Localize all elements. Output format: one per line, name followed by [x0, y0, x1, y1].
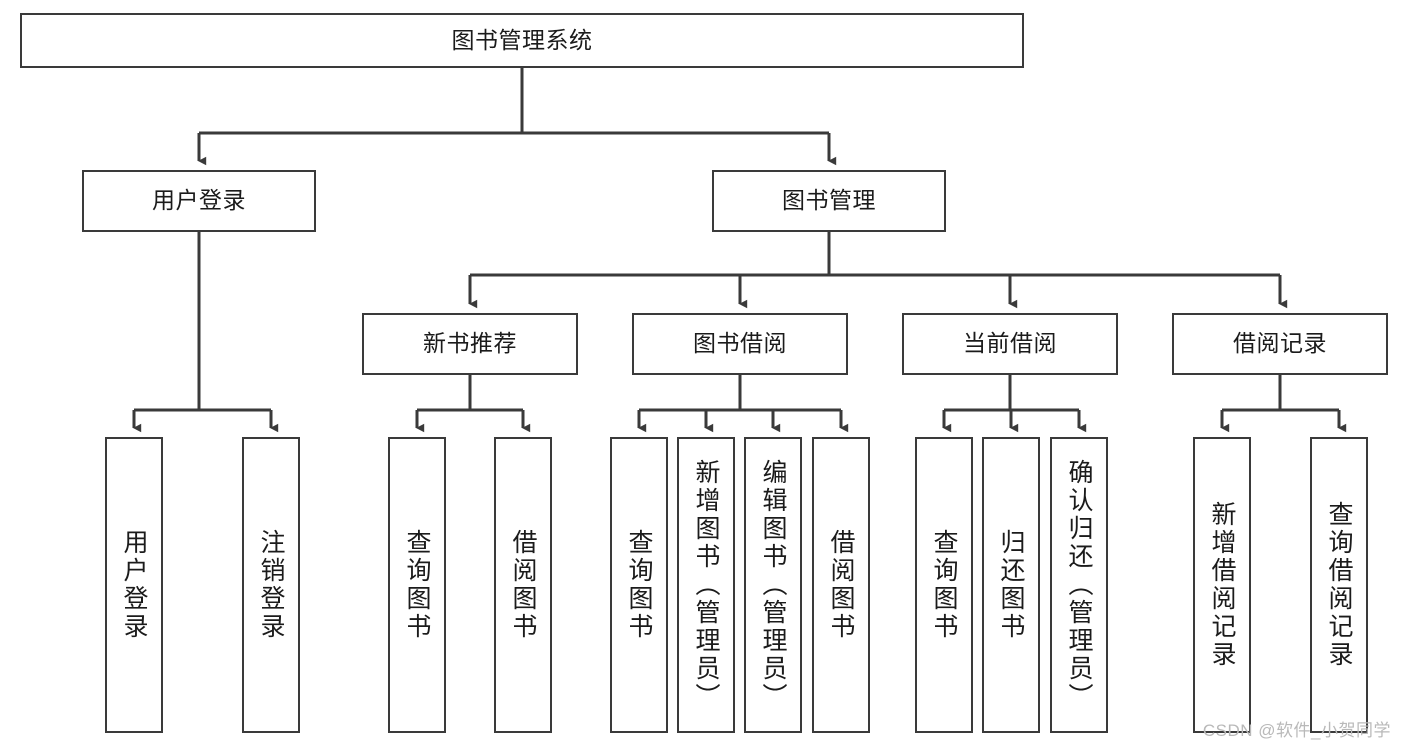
- node-leaf-query-record[interactable]: 查询借阅记录: [1310, 437, 1368, 733]
- node-leaf-confirm-return-label: 确认归还（管理员）: [1065, 459, 1093, 711]
- node-book-manage[interactable]: 图书管理: [712, 170, 946, 232]
- node-leaf-query-book-2[interactable]: 查询图书: [610, 437, 668, 733]
- node-current-borrow[interactable]: 当前借阅: [902, 313, 1118, 375]
- node-leaf-add-book-label: 新增图书（管理员）: [692, 459, 720, 711]
- node-root[interactable]: 图书管理系统: [20, 13, 1024, 68]
- node-leaf-return-book-label: 归还图书: [997, 529, 1025, 641]
- node-leaf-add-record-label: 新增借阅记录: [1208, 501, 1236, 669]
- node-leaf-query-book-3-label: 查询图书: [930, 529, 958, 641]
- node-leaf-add-record[interactable]: 新增借阅记录: [1193, 437, 1251, 733]
- node-leaf-query-book-1-label: 查询图书: [403, 529, 431, 641]
- node-leaf-user-login[interactable]: 用户登录: [105, 437, 163, 733]
- node-leaf-return-book[interactable]: 归还图书: [982, 437, 1040, 733]
- node-book-borrow[interactable]: 图书借阅: [632, 313, 848, 375]
- node-leaf-logout-login-label: 注销登录: [257, 529, 285, 641]
- node-leaf-query-record-label: 查询借阅记录: [1325, 501, 1353, 669]
- node-new-book-recommend[interactable]: 新书推荐: [362, 313, 578, 375]
- node-leaf-borrow-book-2-label: 借阅图书: [827, 529, 855, 641]
- node-user-login[interactable]: 用户登录: [82, 170, 316, 232]
- node-leaf-edit-book-label: 编辑图书（管理员）: [759, 459, 787, 711]
- node-leaf-borrow-book-2[interactable]: 借阅图书: [812, 437, 870, 733]
- node-leaf-edit-book[interactable]: 编辑图书（管理员）: [744, 437, 802, 733]
- node-current-borrow-label: 当前借阅: [963, 330, 1057, 357]
- node-user-login-label: 用户登录: [152, 187, 246, 214]
- node-leaf-user-login-label: 用户登录: [120, 529, 148, 641]
- node-book-borrow-label: 图书借阅: [693, 330, 787, 357]
- node-leaf-query-book-1[interactable]: 查询图书: [388, 437, 446, 733]
- node-leaf-borrow-book-1[interactable]: 借阅图书: [494, 437, 552, 733]
- node-leaf-logout-login[interactable]: 注销登录: [242, 437, 300, 733]
- node-borrow-record[interactable]: 借阅记录: [1172, 313, 1388, 375]
- node-leaf-borrow-book-1-label: 借阅图书: [509, 529, 537, 641]
- node-leaf-query-book-3[interactable]: 查询图书: [915, 437, 973, 733]
- node-borrow-record-label: 借阅记录: [1233, 330, 1327, 357]
- node-book-manage-label: 图书管理: [782, 187, 876, 214]
- node-root-label: 图书管理系统: [451, 26, 593, 53]
- node-new-book-recommend-label: 新书推荐: [423, 330, 517, 357]
- watermark-text: CSDN @软件_小贺同学: [1202, 721, 1391, 740]
- node-leaf-add-book[interactable]: 新增图书（管理员）: [677, 437, 735, 733]
- node-leaf-query-book-2-label: 查询图书: [625, 529, 653, 641]
- node-leaf-confirm-return[interactable]: 确认归还（管理员）: [1050, 437, 1108, 733]
